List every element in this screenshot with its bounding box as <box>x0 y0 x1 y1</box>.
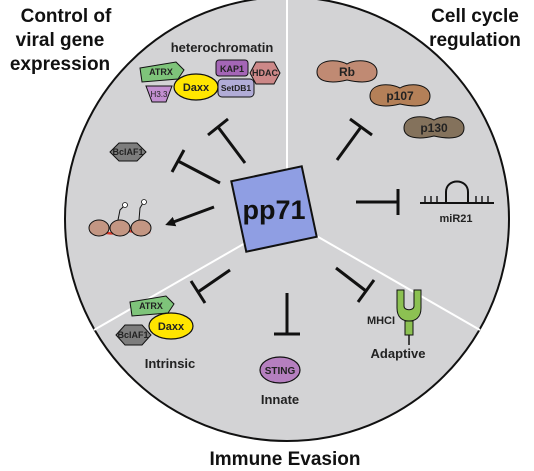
sting-label: STING <box>265 366 296 377</box>
intrinsic-label: Intrinsic <box>145 356 196 371</box>
section-title-cellcycle-line1: Cell cycle <box>431 6 519 27</box>
section-title-immune: Immune Evasion <box>210 449 361 470</box>
inhibit-heterochromatin <box>207 117 247 164</box>
inhibit-mir21 <box>356 189 400 215</box>
nucleosome-3 <box>130 219 152 237</box>
immune-daxx-shape <box>148 312 194 340</box>
histone-mark-2 <box>141 199 147 205</box>
mhci-stalk <box>404 320 414 336</box>
immune-atrx-label: ATRX <box>139 301 163 311</box>
inhibit-intrinsic <box>189 268 231 304</box>
pp71-center: pp71 <box>230 165 318 253</box>
immune-atrx-shape <box>129 295 175 317</box>
heterochromatin-label: heterochromatin <box>171 40 274 55</box>
inhibit-adaptive <box>335 266 376 303</box>
mhci-upper <box>396 289 422 322</box>
daxx-label: Daxx <box>183 82 210 94</box>
kap1-shape <box>215 59 249 77</box>
intrinsic-complex: ATRX BclAF1 Daxx <box>115 295 194 346</box>
atrx-label: ATRX <box>149 67 173 77</box>
viral-dna-nucleosomes <box>88 199 152 237</box>
heterochromatin-complex: ATRX H3.3 Daxx KAP1 HDAC SetDB1 <box>139 59 281 103</box>
immune-bclaf1-label: BclAF1 <box>117 330 148 340</box>
mhci-receptor <box>396 289 422 345</box>
rb-label: Rb <box>339 65 355 79</box>
hdac-label: HDAC <box>252 68 278 78</box>
h33-label: H3.3 <box>151 90 168 99</box>
rb-family-proteins: Rb p107 p130 <box>316 60 465 139</box>
divider-right <box>286 218 481 331</box>
inhibition-arrows <box>170 117 400 336</box>
mhci-label: MHCI <box>367 315 395 327</box>
h33-shape <box>145 85 173 103</box>
setdb1-label: SetDB1 <box>221 83 252 93</box>
innate-label: Innate <box>261 392 299 407</box>
nucleosome-2 <box>109 219 131 237</box>
pp71-label: pp71 <box>242 195 305 225</box>
bclaf1-label: BclAF1 <box>112 147 143 157</box>
histone-tail-2 <box>138 202 144 221</box>
kap1-label: KAP1 <box>220 64 244 74</box>
immune-daxx-label: Daxx <box>158 321 185 333</box>
immune-bclaf1-shape <box>115 324 152 346</box>
histone-tail-1 <box>117 205 125 221</box>
atrx-shape <box>139 61 185 83</box>
adaptive-label: Adaptive <box>371 346 426 361</box>
inhibit-rb-family <box>335 117 373 161</box>
section-title-viral-line3: expression <box>10 54 110 75</box>
setdb1-shape <box>217 78 255 98</box>
section-title-cellcycle-line2: regulation <box>429 30 521 51</box>
p107-label: p107 <box>386 89 414 103</box>
rb-shape <box>316 60 378 83</box>
activation-arrow <box>165 205 215 227</box>
inhibit-innate <box>274 293 300 336</box>
sting-shape <box>259 356 301 384</box>
mir21-loop <box>445 180 469 203</box>
histone-mark-1 <box>122 202 128 208</box>
hdac-shape <box>249 61 281 85</box>
pp71-box <box>230 165 318 253</box>
p130-shape <box>403 116 465 139</box>
mir21-hairpin <box>420 180 494 204</box>
inhibit-bclaf1 <box>170 149 221 185</box>
p130-label: p130 <box>420 121 448 135</box>
bclaf1-shape <box>109 142 147 162</box>
section-title-viral-line2: viral gene <box>16 30 105 51</box>
section-title-viral-line1: Control of <box>21 6 112 27</box>
nucleosome-1 <box>88 219 110 237</box>
p107-shape <box>369 84 431 107</box>
mir21-label: miR21 <box>439 213 472 225</box>
